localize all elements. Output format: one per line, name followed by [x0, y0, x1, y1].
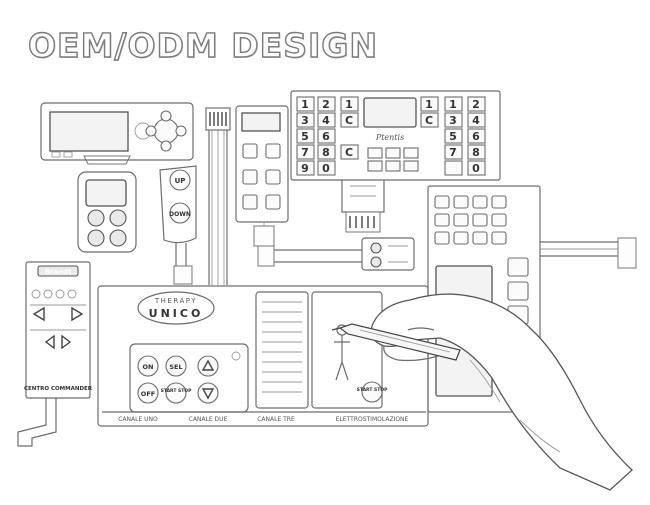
svg-text:START STOP: START STOP: [161, 388, 192, 394]
therapy-label: THERAPY: [154, 297, 197, 305]
svg-text:ON: ON: [143, 363, 154, 371]
numeric-keypad-panel: 1 2 3 4 5 6 7 8 9 0 1 C C 1 C 1 2 3 4 5 …: [290, 90, 501, 233]
page-title: OEM/ODM DESIGN: [27, 25, 378, 65]
svg-text:0: 0: [322, 162, 330, 175]
svg-text:5: 5: [301, 130, 309, 143]
hand-with-pen-sketch: [331, 293, 633, 491]
svg-text:C: C: [345, 114, 353, 127]
svg-text:OFF: OFF: [141, 390, 155, 398]
down-key-label: DOWN: [169, 211, 191, 218]
brandt-panel: Brandt CENTRO COMMANDER: [17, 261, 93, 447]
svg-text:CANALE TRE: CANALE TRE: [257, 416, 295, 423]
svg-text:6: 6: [472, 130, 480, 143]
two-button-module: [257, 237, 415, 271]
up-key-label: UP: [175, 177, 186, 185]
svg-text:9: 9: [301, 162, 309, 175]
svg-text:1: 1: [449, 98, 457, 111]
svg-text:5: 5: [449, 130, 457, 143]
svg-text:1: 1: [425, 98, 433, 111]
svg-text:6: 6: [322, 130, 330, 143]
svg-text:3: 3: [301, 114, 309, 127]
therapy-unico-panel: THERAPY UNICO ON SEL OFF START STOP STAR…: [97, 285, 429, 427]
svg-text:C: C: [345, 146, 353, 159]
svg-text:8: 8: [322, 146, 330, 159]
svg-text:0: 0: [472, 162, 480, 175]
vertical-keypad: [235, 105, 289, 247]
brandt-logo-text: Brandt: [45, 268, 73, 276]
svg-text:4: 4: [322, 114, 330, 127]
svg-text:START STOP: START STOP: [357, 387, 388, 393]
svg-text:3: 3: [449, 114, 457, 127]
svg-text:1: 1: [345, 98, 353, 111]
keypad-brand: Ptentis: [375, 133, 404, 142]
svg-text:7: 7: [449, 146, 457, 159]
svg-text:C: C: [425, 114, 433, 127]
svg-text:2: 2: [472, 98, 480, 111]
svg-text:1: 1: [301, 98, 309, 111]
svg-text:CANALE DUE: CANALE DUE: [189, 416, 228, 423]
handheld-dark-keys: [77, 171, 137, 253]
svg-text:2: 2: [322, 98, 330, 111]
unico-label: UNICO: [149, 307, 204, 320]
up-down-remote: UP DOWN: [159, 165, 197, 285]
svg-text:8: 8: [472, 146, 480, 159]
svg-text:ELETTROSTIMOLAZIONE: ELETTROSTIMOLAZIONE: [336, 416, 409, 423]
lcd-control-panel: [40, 102, 194, 165]
flex-ribbon-tail: [205, 107, 231, 285]
svg-text:SEL: SEL: [169, 363, 182, 371]
svg-text:4: 4: [472, 114, 480, 127]
svg-text:7: 7: [301, 146, 309, 159]
svg-text:CANALE UNO: CANALE UNO: [118, 416, 158, 423]
brandt-footer: CENTRO COMMANDER: [24, 386, 93, 392]
